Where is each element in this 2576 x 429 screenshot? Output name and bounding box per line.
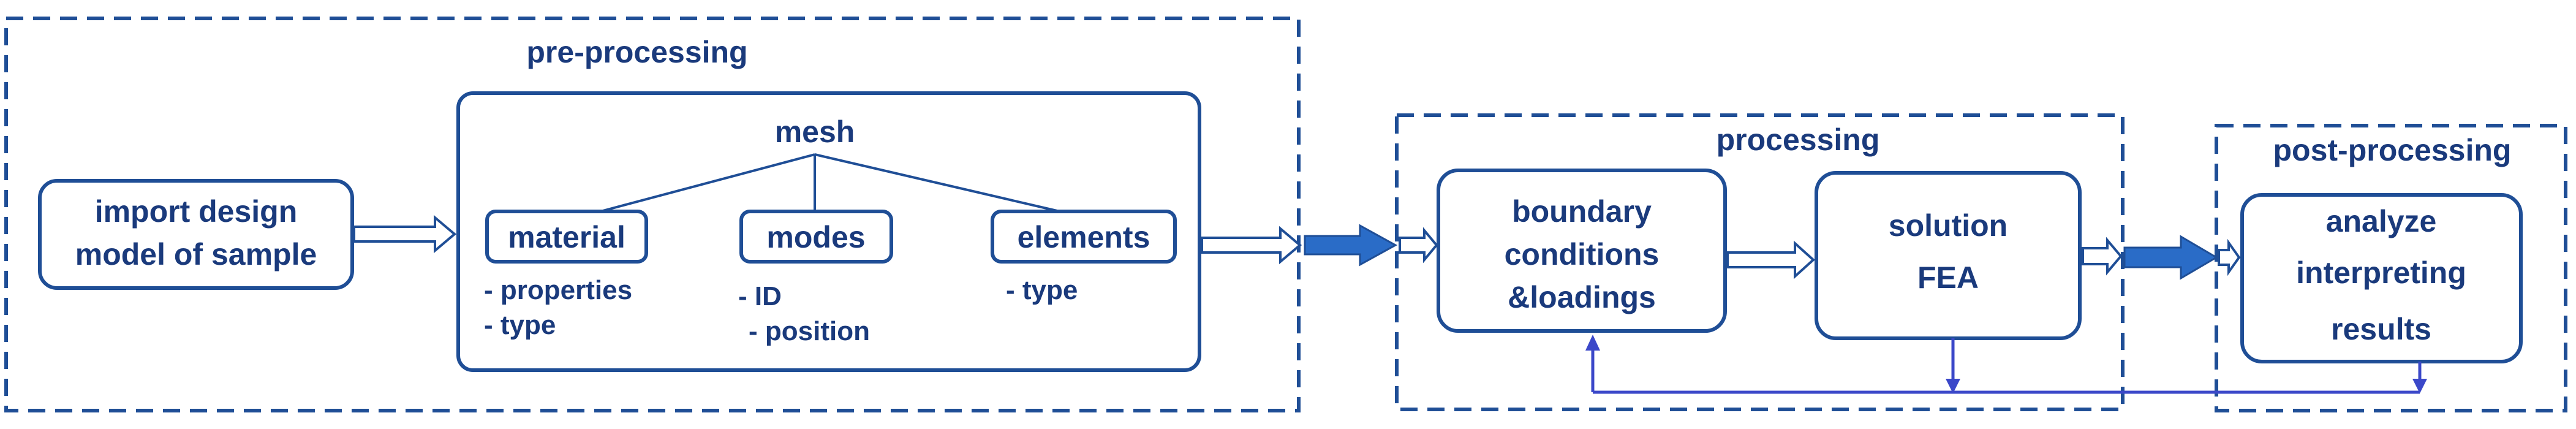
material-item-1: - properties xyxy=(484,275,632,305)
modes-title: modes xyxy=(766,220,865,254)
arrow-import-to-mesh xyxy=(353,214,457,254)
pre-processing-frame xyxy=(4,17,1301,412)
import-design-box xyxy=(38,179,354,290)
material-title: material xyxy=(508,220,625,254)
tree-line-elements xyxy=(814,153,1060,213)
arrow-mesh-out xyxy=(1201,226,1302,265)
post-processing-frame xyxy=(2215,124,2567,412)
processing-title: processing xyxy=(1717,123,1880,157)
arrow-processing-to-post xyxy=(2123,235,2218,280)
solution-text-1: solution xyxy=(1889,208,2008,243)
modes-item-1: - ID xyxy=(738,281,782,311)
analyze-box xyxy=(2240,193,2523,363)
modes-item-2: - position xyxy=(749,316,870,346)
boundary-text-3: &loadings xyxy=(1508,280,1656,314)
boundary-text-2: conditions xyxy=(1505,237,1660,271)
material-box xyxy=(485,210,648,264)
analyze-text-1: analyze xyxy=(2326,204,2437,238)
analyze-text-3: results xyxy=(2331,312,2431,346)
import-design-text-2: model of sample xyxy=(75,237,317,271)
processing-frame xyxy=(1395,113,2125,411)
arrow-boundary-to-solution xyxy=(1726,240,1815,279)
arrow-into-boundary xyxy=(1399,227,1438,264)
feedback-arrowhead-analyze xyxy=(2412,379,2427,393)
arrow-solution-out xyxy=(2082,237,2123,276)
boundary-text-1: boundary xyxy=(1512,194,1652,229)
arrow-into-analyze xyxy=(2218,238,2241,276)
arrow-pre-to-processing xyxy=(1304,224,1398,267)
material-item-2: - type xyxy=(484,310,556,340)
solution-text-2: FEA xyxy=(1917,260,1979,295)
modes-box xyxy=(739,210,893,264)
solution-fea-box xyxy=(1815,171,2082,340)
tree-line-material xyxy=(600,153,815,213)
feedback-arrowhead-boundary xyxy=(1585,335,1600,351)
analyze-text-2: interpreting xyxy=(2296,256,2466,290)
elements-title: elements xyxy=(1018,220,1150,254)
feedback-arrowhead-solution xyxy=(1946,379,1960,393)
post-processing-title: post-processing xyxy=(2273,133,2512,167)
elements-box xyxy=(991,210,1177,264)
mesh-title: mesh xyxy=(775,115,855,149)
pre-processing-title: pre-processing xyxy=(526,35,747,69)
import-design-text-1: import design xyxy=(95,194,298,229)
boundary-conditions-box xyxy=(1437,169,1727,333)
elements-item-1: - type xyxy=(1006,275,1078,305)
